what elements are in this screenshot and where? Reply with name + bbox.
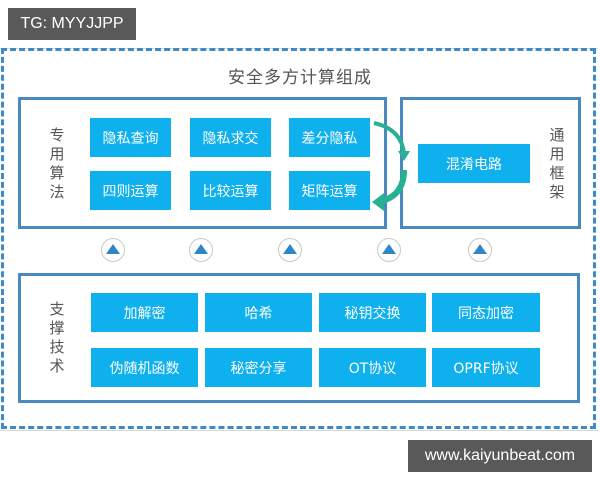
triangle-up-icon — [377, 238, 401, 262]
watermark-top-left: TG: MYYJJPP — [8, 8, 136, 40]
triangle-up-icon — [189, 238, 213, 262]
algo-differential-privacy[interactable]: 差分隐私 — [289, 118, 370, 157]
algo-private-query[interactable]: 隐私查询 — [90, 118, 171, 157]
tech-pseudorandom-function[interactable]: 伪随机函数 — [91, 348, 198, 387]
label-char: 法 — [49, 183, 65, 201]
diagram-title: 安全多方计算组成 — [228, 68, 372, 88]
algo-private-set-intersection[interactable]: 隐私求交 — [190, 118, 271, 157]
panel-label-supporting-technologies: 支 撑 技 术 — [47, 300, 67, 376]
label-char: 专 — [49, 126, 65, 144]
tech-secret-sharing[interactable]: 秘密分享 — [205, 348, 312, 387]
label-char: 用 — [49, 145, 65, 163]
label-char: 架 — [549, 183, 565, 201]
diagram-dashed-frame — [1, 48, 596, 429]
label-char: 用 — [549, 145, 565, 163]
tech-hash[interactable]: 哈希 — [205, 293, 312, 332]
panel-label-specialized-algorithms: 专 用 算 法 — [47, 126, 67, 202]
label-char: 通 — [549, 126, 565, 144]
tech-key-exchange[interactable]: 秘钥交换 — [319, 293, 426, 332]
tech-oprf-protocol[interactable]: OPRF协议 — [432, 348, 540, 387]
label-char: 支 — [49, 300, 65, 318]
curved-arrows-icon — [372, 121, 410, 211]
tech-ot-protocol[interactable]: OT协议 — [319, 348, 426, 387]
label-char: 技 — [49, 338, 65, 356]
label-char: 撑 — [49, 319, 65, 337]
tech-homomorphic-encryption[interactable]: 同态加密 — [432, 293, 540, 332]
label-char: 术 — [49, 357, 65, 375]
label-char: 框 — [549, 164, 565, 182]
algo-matrix-ops[interactable]: 矩阵运算 — [289, 171, 370, 210]
watermark-text: TG: MYYJJPP — [20, 15, 124, 32]
triangle-up-icon — [468, 238, 492, 262]
watermark-bottom-right: www.kaiyunbeat.com — [408, 440, 592, 472]
watermark-text: www.kaiyunbeat.com — [424, 447, 576, 464]
algo-arithmetic-ops[interactable]: 四则运算 — [90, 171, 171, 210]
framework-garbled-circuit[interactable]: 混淆电路 — [418, 144, 530, 183]
algo-comparison-ops[interactable]: 比较运算 — [190, 171, 271, 210]
tech-encryption-decryption[interactable]: 加解密 — [91, 293, 198, 332]
panel-label-general-framework: 通 用 框 架 — [547, 126, 567, 202]
label-char: 算 — [49, 164, 65, 182]
triangle-up-icon — [278, 238, 302, 262]
triangle-up-icon — [101, 238, 125, 262]
